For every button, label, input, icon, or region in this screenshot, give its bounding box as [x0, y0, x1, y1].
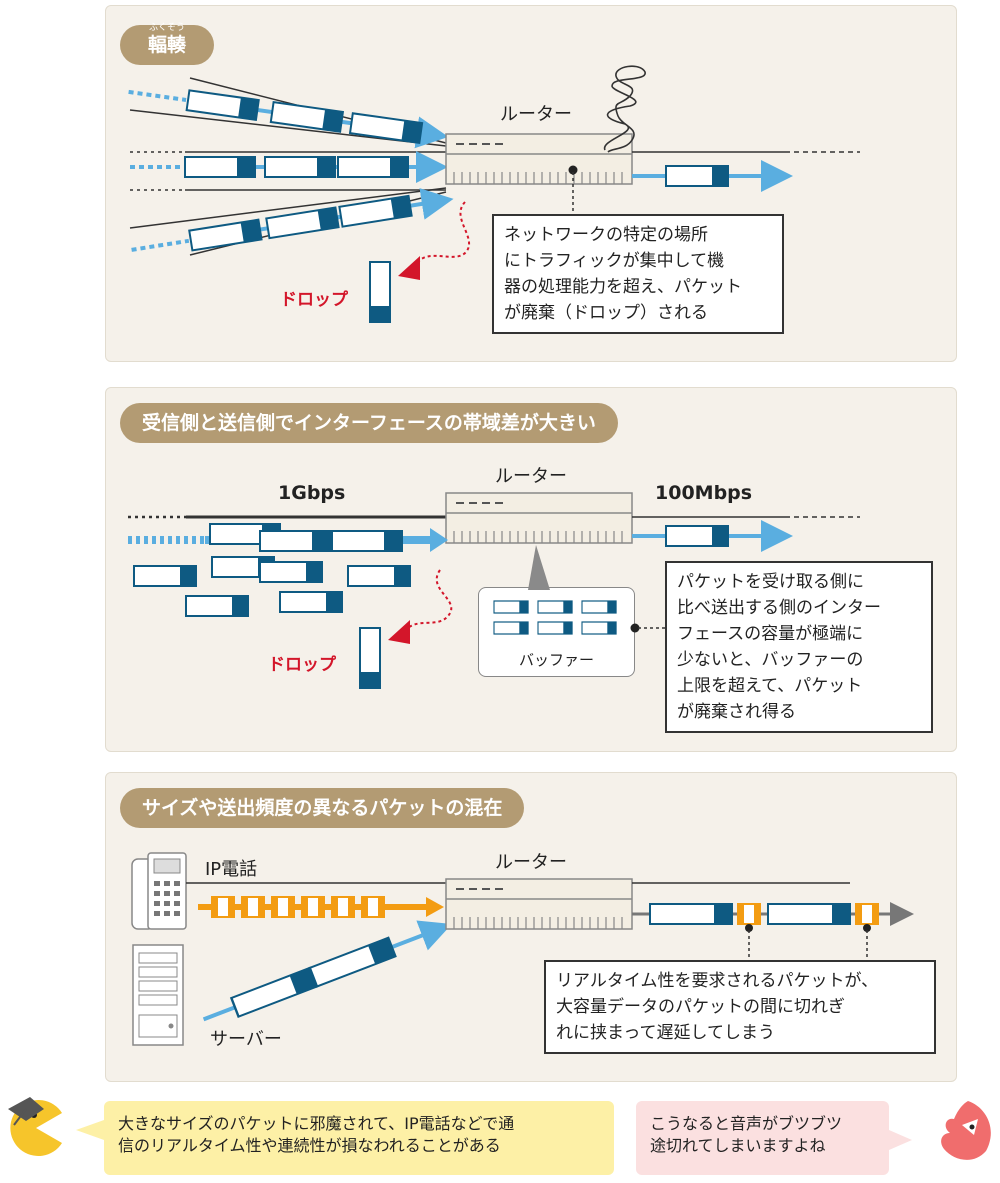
- bandwidth-note: パケットを受け取る側に 比べ送出する側のインター フェースの容量が極端に 少ない…: [665, 561, 933, 733]
- packet: [133, 565, 197, 587]
- section-title-bandwidth-gap: 受信側と送信側でインターフェースの帯域差が大きい: [120, 403, 618, 443]
- mixed-note: リアルタイム性を要求されるパケットが、 大容量データのパケットの間に切れぎ れに…: [544, 960, 936, 1054]
- drop-label: ドロップ: [268, 655, 336, 675]
- packet: [184, 156, 256, 178]
- packet: [279, 591, 343, 613]
- right-speech-bubble: こうなると音声がブツブツ 途切れてしまいますよね: [636, 1101, 889, 1175]
- router-icon: [445, 133, 633, 185]
- packet: [259, 530, 331, 552]
- voice-packet: [361, 896, 385, 918]
- drop-label: ドロップ: [280, 290, 348, 310]
- voice-packet: [271, 896, 295, 918]
- congestion-diagram: [128, 65, 860, 323]
- packet: [665, 525, 729, 547]
- packet: [230, 966, 319, 1018]
- packet: [331, 530, 403, 552]
- left-speech-bubble: 大きなサイズのパケットに邪魔されて、IP電話などで通 信のリアルタイム性や連続性…: [104, 1101, 614, 1175]
- title-ruby: ふくそう: [149, 23, 186, 33]
- buffer-packets: [493, 600, 617, 635]
- bandwidth-diagram: [128, 492, 860, 689]
- in-speed-label: 1Gbps: [278, 482, 346, 504]
- out-speed-label: 100Mbps: [655, 482, 753, 504]
- section-title-mixed-packets: サイズや送出頻度の異なるパケットの混在: [120, 788, 525, 828]
- section-title-congestion: ふくそう 輻輳: [120, 23, 215, 65]
- router-icon: [445, 492, 633, 544]
- packet: [185, 595, 249, 617]
- router-icon: [445, 878, 633, 930]
- router-label: ルーター: [500, 104, 572, 125]
- ip-phone-icon: [131, 852, 187, 930]
- packet: [265, 206, 340, 240]
- packet: [665, 165, 729, 187]
- congestion-note: ネットワークの特定の場所 にトラフィックが集中して機 器の処理能力を超え、パケッ…: [492, 214, 784, 334]
- packet: [308, 936, 397, 988]
- dropped-packet: [359, 627, 381, 689]
- packet: [347, 565, 411, 587]
- packet: [337, 156, 409, 178]
- ip-phone-label: IP電話: [205, 859, 258, 880]
- packet: [188, 218, 263, 252]
- server-icon: [132, 944, 184, 1046]
- character-icon: [941, 1101, 991, 1160]
- packet: [264, 156, 336, 178]
- overload-smoke-icon: [604, 65, 646, 153]
- voice-packet: [241, 896, 265, 918]
- mixed-diagram: [131, 852, 914, 1046]
- voice-packet: [331, 896, 355, 918]
- router-label: ルーター: [495, 466, 567, 487]
- dropped-packet: [369, 261, 391, 323]
- buffer-label: バッファー: [518, 651, 594, 669]
- packet: [185, 89, 260, 121]
- router-label: ルーター: [495, 852, 567, 873]
- voice-packet: [855, 903, 879, 925]
- voice-packet: [211, 896, 235, 918]
- pacman-icon: [8, 1097, 62, 1156]
- voice-packet: [737, 903, 761, 925]
- packet: [259, 561, 323, 583]
- packet: [349, 112, 424, 144]
- server-label: サーバー: [210, 1029, 282, 1050]
- voice-packet: [301, 896, 325, 918]
